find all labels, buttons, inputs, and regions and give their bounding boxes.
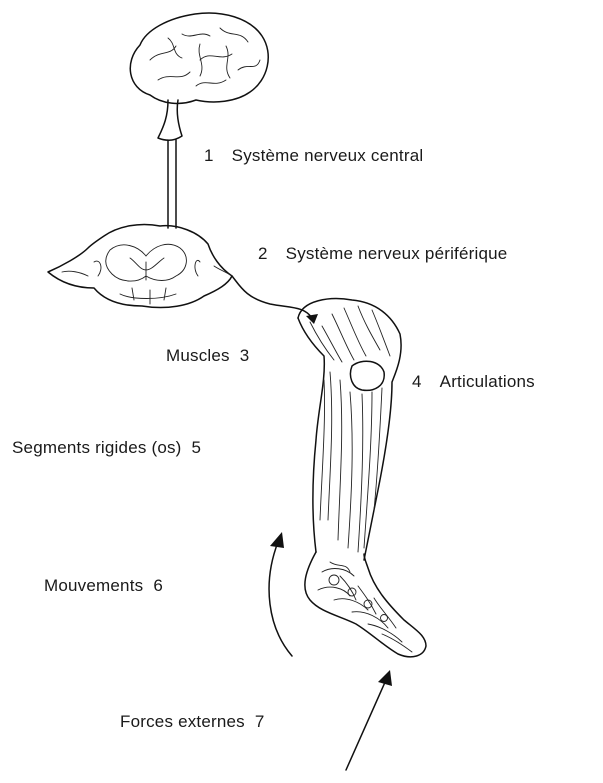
spinal-cord-line — [168, 140, 176, 228]
label-peripheral-nervous-system: 2 Système nerveux périférique — [258, 244, 507, 264]
label-text: Articulations — [440, 372, 535, 391]
label-joints: 4 Articulations — [412, 372, 535, 392]
label-number: 7 — [255, 712, 265, 731]
label-text: Mouvements — [44, 576, 143, 595]
label-movements: Mouvements 6 — [44, 576, 163, 596]
label-text: Segments rigides (os) — [12, 438, 182, 457]
label-number: 5 — [192, 438, 202, 457]
spinal-cross-section-icon — [48, 224, 232, 307]
label-number: 1 — [204, 146, 214, 165]
label-text: Système nerveux central — [232, 146, 424, 165]
label-external-forces: Forces externes 7 — [120, 712, 265, 732]
label-number: 2 — [258, 244, 268, 263]
foot-bones-illustration — [305, 552, 426, 657]
external-force-arrow — [346, 670, 392, 770]
label-text: Muscles — [166, 346, 230, 365]
label-text: Système nerveux périférique — [286, 244, 508, 263]
label-text: Forces externes — [120, 712, 245, 731]
leg-muscles-illustration — [298, 299, 401, 560]
peripheral-nerve-line — [232, 276, 318, 324]
brain-icon — [130, 13, 268, 140]
label-number: 4 — [412, 372, 422, 391]
label-central-nervous-system: 1 Système nerveux central — [204, 146, 423, 166]
movement-arc-arrow — [269, 532, 292, 656]
label-number: 3 — [240, 346, 250, 365]
label-rigid-segments: Segments rigides (os) 5 — [12, 438, 201, 458]
label-number: 6 — [153, 576, 163, 595]
label-muscles: Muscles 3 — [166, 346, 249, 366]
